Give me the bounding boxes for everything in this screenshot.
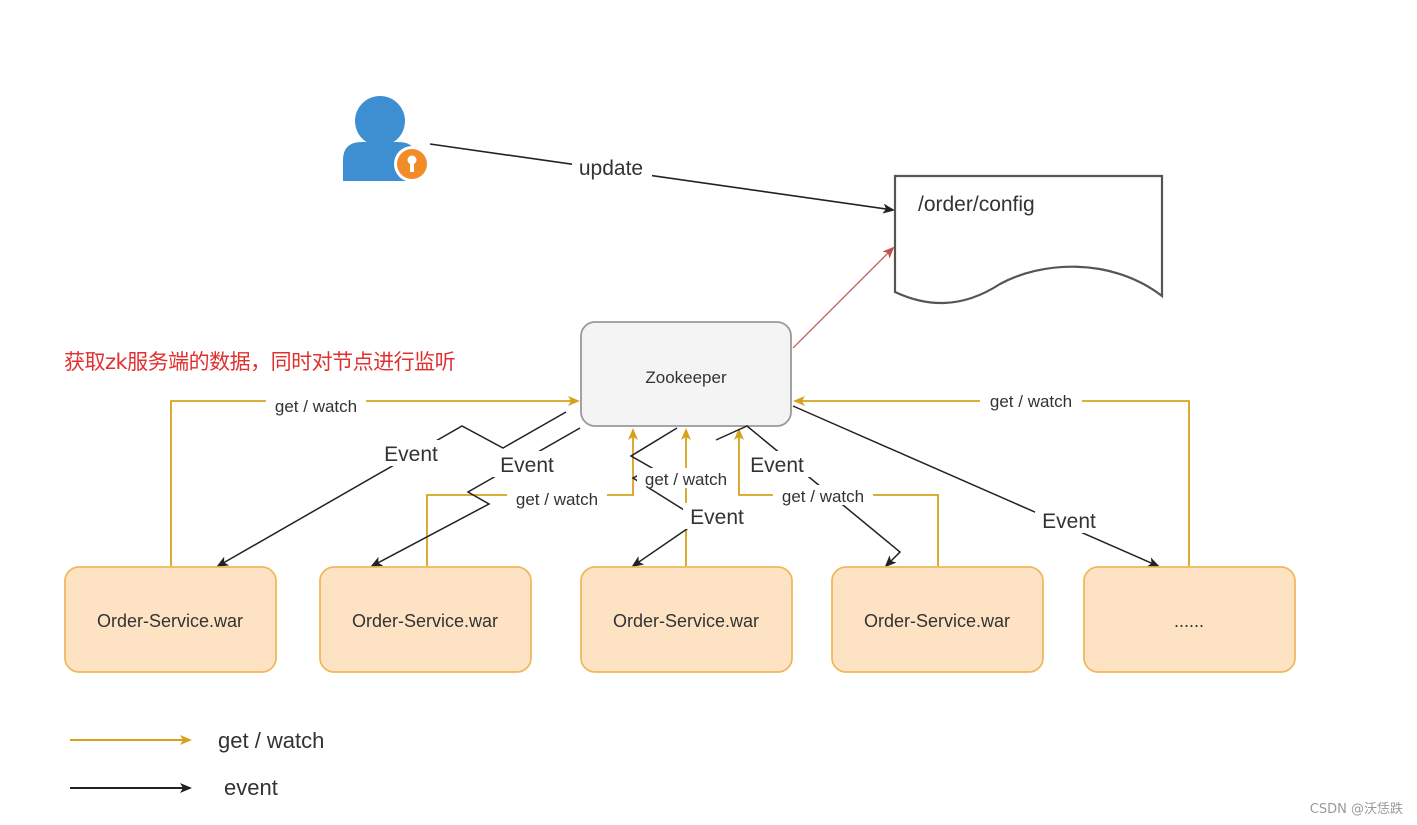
zookeeper-node [580, 321, 792, 427]
get-watch-label-3: get / watch [645, 470, 727, 489]
service-node: Order-Service.war [580, 566, 793, 673]
config-document-label: /order/config [918, 193, 1035, 216]
service-node: Order-Service.war [831, 566, 1044, 673]
legend-event-label: event [224, 775, 278, 800]
update-edge [429, 143, 895, 214]
get-watch-label-1: get / watch [275, 397, 357, 416]
event-label-2: Event [500, 454, 554, 477]
update-label: update [579, 157, 643, 180]
annotation-text: 获取zk服务端的数据，同时对节点进行监听 [64, 350, 456, 374]
get-watch-edge-5 [793, 396, 1190, 566]
event-edge-5 [792, 405, 1160, 567]
service-label: Order-Service.war [352, 611, 498, 631]
event-label-1: Event [384, 443, 438, 466]
zookeeper-label: Zookeeper [645, 368, 727, 387]
service-node: Order-Service.war [319, 566, 532, 673]
service-node: Order-Service.war [64, 566, 277, 673]
get-watch-edge-1 [170, 396, 580, 566]
legend-get-watch-label: get / watch [218, 728, 324, 753]
event-edge-3 [629, 427, 702, 568]
service-label: Order-Service.war [97, 611, 243, 631]
legend: get / watch event [70, 728, 324, 800]
service-node: ...... [1083, 566, 1296, 673]
get-watch-label-5: get / watch [990, 392, 1072, 411]
zookeeper-to-config-edge [792, 246, 895, 349]
get-watch-label-2: get / watch [516, 490, 598, 509]
service-label: Order-Service.war [864, 611, 1010, 631]
get-watch-label-4: get / watch [782, 487, 864, 506]
service-label: Order-Service.war [613, 611, 759, 631]
user-key-icon [343, 96, 430, 182]
event-label-3: Event [690, 506, 744, 529]
event-label-5: Event [1042, 510, 1096, 533]
event-label-4: Event [750, 454, 804, 477]
event-edge-1 [216, 411, 567, 567]
service-label: ...... [1174, 611, 1204, 631]
watermark: CSDN @沃恁跌 [1309, 802, 1403, 817]
config-document [893, 174, 1164, 305]
